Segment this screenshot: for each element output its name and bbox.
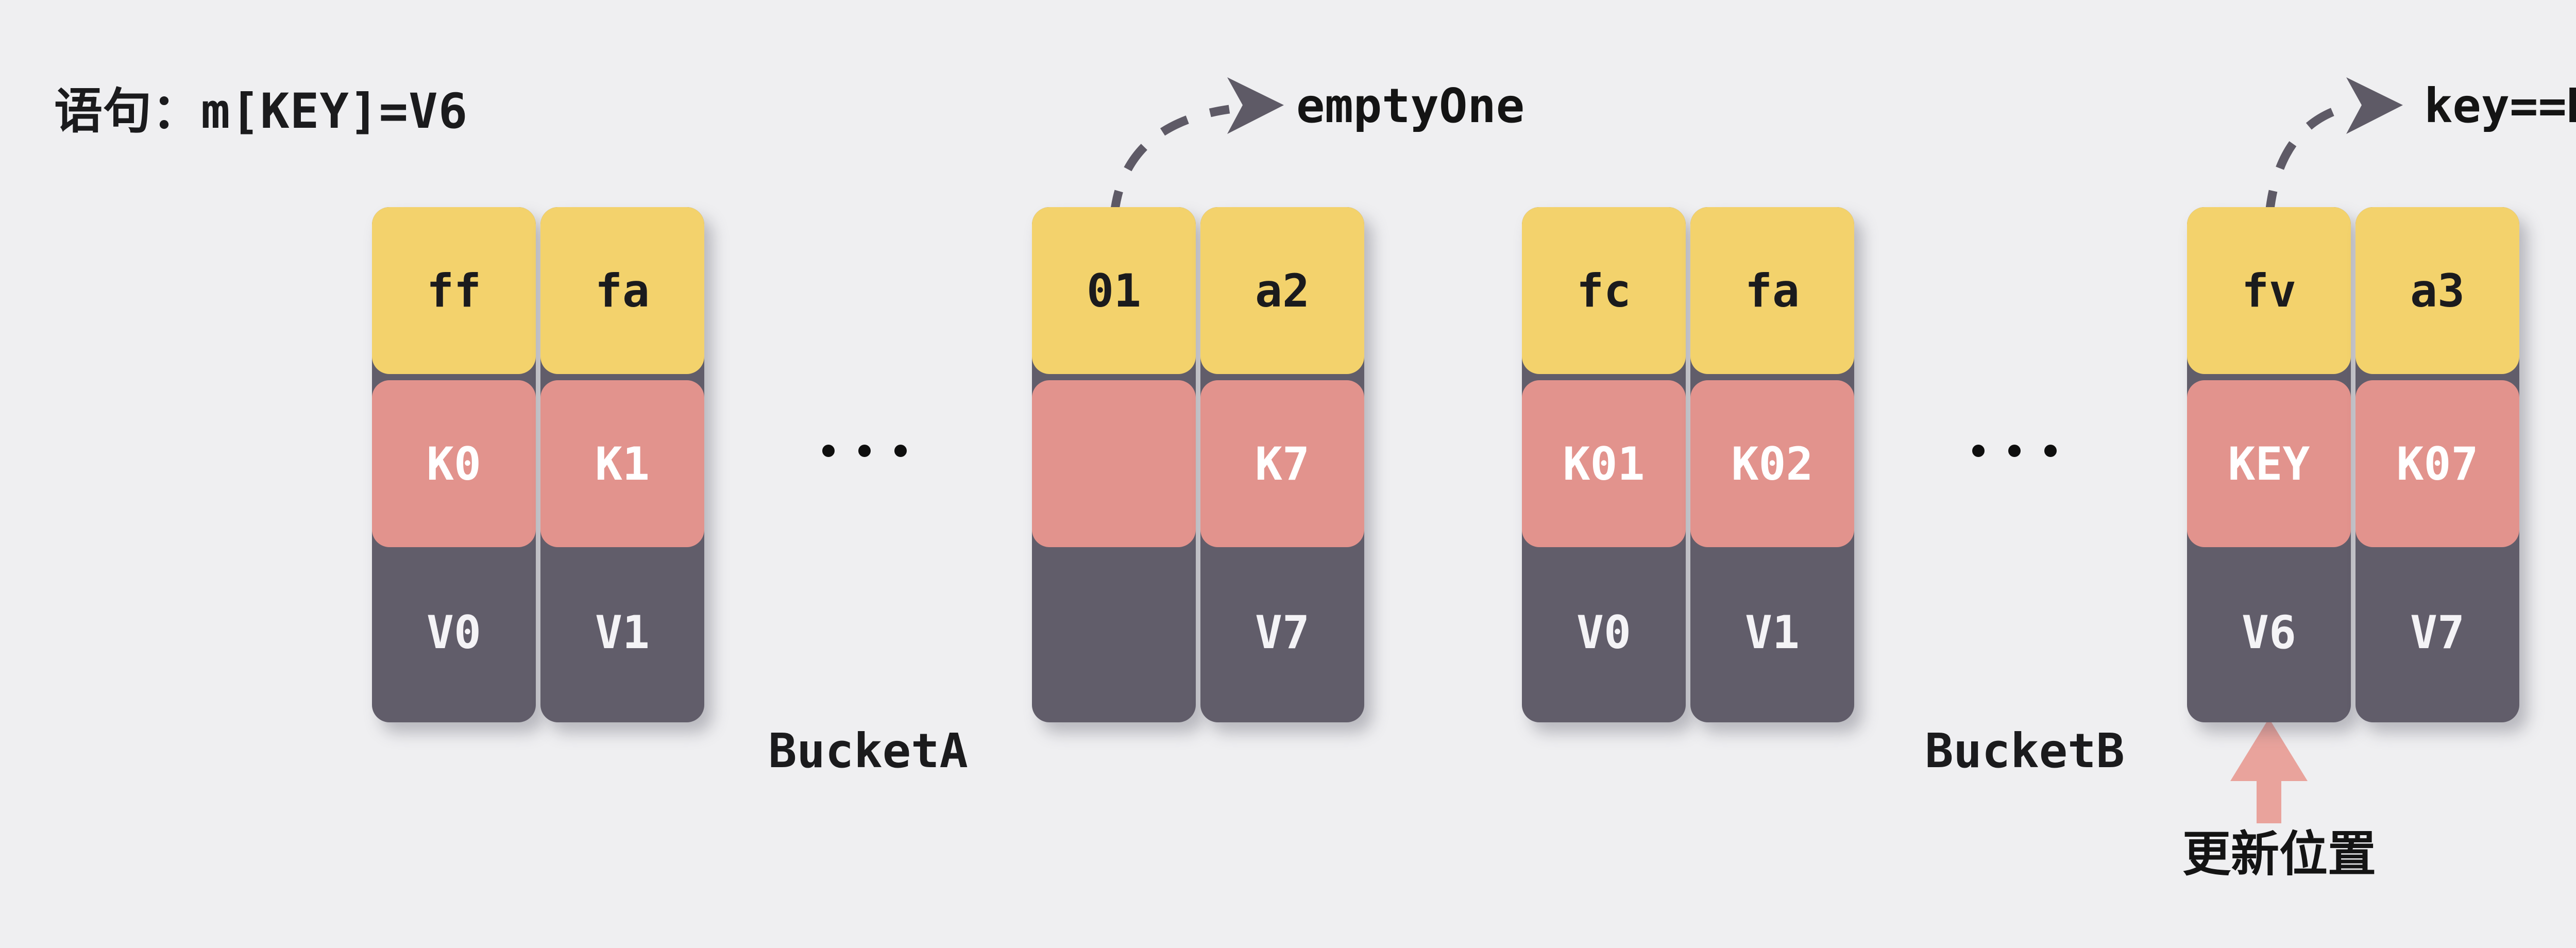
dot-icon xyxy=(858,445,871,457)
key-cell: K0 xyxy=(372,380,536,547)
value-cell: V0 xyxy=(427,605,481,659)
tophash-cell: 01 xyxy=(1032,207,1196,374)
tophash-cell: a3 xyxy=(2355,207,2519,374)
bucket-a-label: BucketA xyxy=(768,723,968,778)
value-cell: V7 xyxy=(1255,605,1310,659)
ellipsis-dots xyxy=(1972,445,2057,457)
value-cell: V0 xyxy=(1577,605,1631,659)
dot-icon xyxy=(1972,445,1985,457)
bucket-a-slot1-column: fa K1 V1 xyxy=(540,207,704,722)
ellipsis-dots xyxy=(822,445,907,457)
update-position-label: 更新位置 xyxy=(2182,826,2377,883)
bucket-b-label: BucketB xyxy=(1925,723,2125,778)
tophash-cell: fc xyxy=(1522,207,1686,374)
bucket-b-slot0-column: fc K01 V0 xyxy=(1522,207,1686,722)
value-cell-update-target: V6 xyxy=(2242,605,2296,659)
statement-text: 语句：m[KEY]=V6 xyxy=(54,83,468,140)
dot-icon xyxy=(2044,445,2057,457)
bucket-a-empty-slot-column: 01 xyxy=(1032,207,1196,722)
arrowhead-key-match-icon xyxy=(2346,77,2403,134)
tophash-cell: fa xyxy=(1690,207,1854,374)
bucket-b-slot7-column: a3 K07 V7 xyxy=(2355,207,2519,722)
key-match-label: key==KEY xyxy=(2424,78,2576,133)
tophash-cell: a2 xyxy=(1200,207,1364,374)
tophash-cell: fv xyxy=(2187,207,2351,374)
key-cell: K7 xyxy=(1200,380,1364,547)
key-cell: K01 xyxy=(1522,380,1686,547)
dashed-arc-to-key-match xyxy=(2264,102,2350,219)
key-cell: K02 xyxy=(1690,380,1854,547)
key-cell-empty xyxy=(1032,380,1196,547)
value-cell-empty xyxy=(1032,547,1196,717)
bucket-a-slot7-column: a2 K7 V7 xyxy=(1200,207,1364,722)
value-cell: V1 xyxy=(595,605,650,659)
bucket-a-slot0-column: ff K0 V0 xyxy=(372,207,536,722)
key-cell: K1 xyxy=(540,380,704,547)
bucket-b-slot1-column: fa K02 V1 xyxy=(1690,207,1854,722)
arrowhead-empty-one-icon xyxy=(1227,77,1284,134)
empty-one-label: emptyOne xyxy=(1296,78,1525,133)
dashed-arc-to-empty-one xyxy=(1109,105,1230,219)
dot-icon xyxy=(894,445,907,457)
dot-icon xyxy=(2008,445,2021,457)
value-cell: V1 xyxy=(1745,605,1800,659)
key-cell: K07 xyxy=(2355,380,2519,547)
bucket-b-key-slot-column: fv KEY V6 xyxy=(2187,207,2351,722)
value-cell: V7 xyxy=(2410,605,2465,659)
key-cell: KEY xyxy=(2187,380,2351,547)
tophash-cell: fa xyxy=(540,207,704,374)
update-position-arrow-icon xyxy=(2230,718,2308,823)
tophash-cell: ff xyxy=(372,207,536,374)
dot-icon xyxy=(822,445,835,457)
